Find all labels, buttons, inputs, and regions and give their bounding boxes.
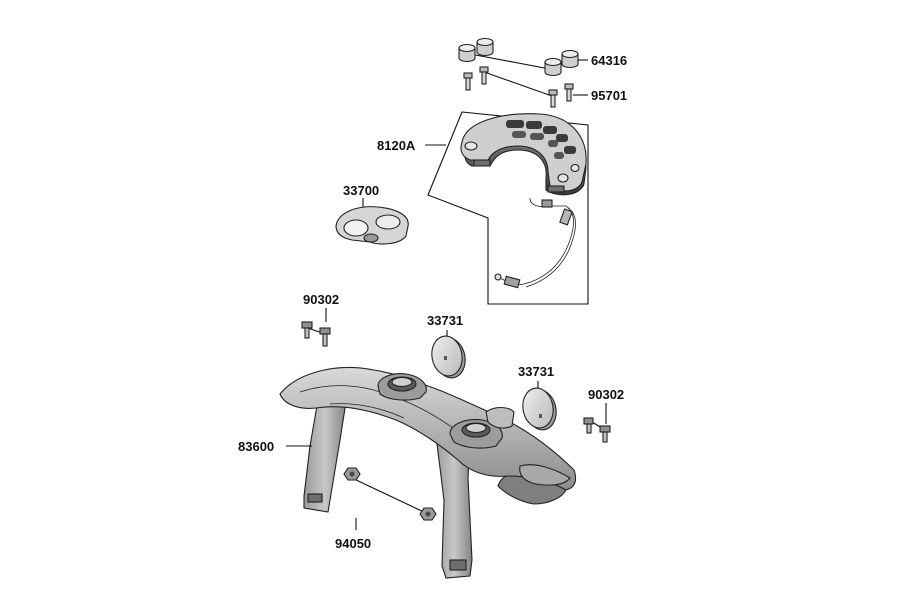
screw-set: 95701 xyxy=(463,66,627,108)
rubber-cap xyxy=(544,57,562,77)
nut-set: 94050 xyxy=(335,467,437,551)
mounting-leg-left xyxy=(303,399,347,513)
callout-83600: 83600 xyxy=(238,439,274,454)
wiring-harness xyxy=(494,197,576,289)
rubber-cap xyxy=(561,49,579,69)
callout-90302-left: 90302 xyxy=(303,292,339,307)
clamp-part: 33700 xyxy=(335,183,409,245)
boss-upper xyxy=(377,373,427,401)
assembly-bracket xyxy=(427,111,589,305)
callout-94050: 94050 xyxy=(335,536,371,551)
link-line xyxy=(464,52,556,71)
bolt-set-left: 90302 xyxy=(301,292,339,347)
bolt xyxy=(599,425,611,443)
handlebar-cover-assembly: 8120A xyxy=(377,111,589,305)
round-cap-upper: 33731 xyxy=(427,313,466,379)
callout-33731-upper: 33731 xyxy=(427,313,463,328)
link-line xyxy=(351,477,429,515)
nut xyxy=(419,507,437,521)
bolt xyxy=(583,417,594,434)
round-cap-lower: 33731 xyxy=(518,364,557,431)
rubber-cap xyxy=(458,43,476,63)
screw xyxy=(463,72,473,91)
callout-33700: 33700 xyxy=(343,183,379,198)
callout-64316: 64316 xyxy=(591,53,627,68)
callout-33731-lower: 33731 xyxy=(518,364,554,379)
display-cover xyxy=(460,113,587,196)
bolt xyxy=(319,327,331,347)
boss-lower xyxy=(449,419,503,449)
screw xyxy=(564,83,574,102)
rubber-cap xyxy=(476,37,494,57)
callout-90302-right: 90302 xyxy=(588,387,624,402)
callout-95701: 95701 xyxy=(591,88,627,103)
nut xyxy=(343,467,361,481)
front-cover-shell: 83600 xyxy=(238,366,577,579)
bolt-set-right: 90302 xyxy=(583,387,624,443)
bolt xyxy=(301,321,313,339)
screw xyxy=(548,89,558,108)
link-line xyxy=(483,71,553,97)
callout-8120a: 8120A xyxy=(377,138,416,153)
screw xyxy=(479,66,489,85)
switch-buttons xyxy=(506,120,576,159)
rubber-cap-set: 64316 xyxy=(458,37,627,77)
